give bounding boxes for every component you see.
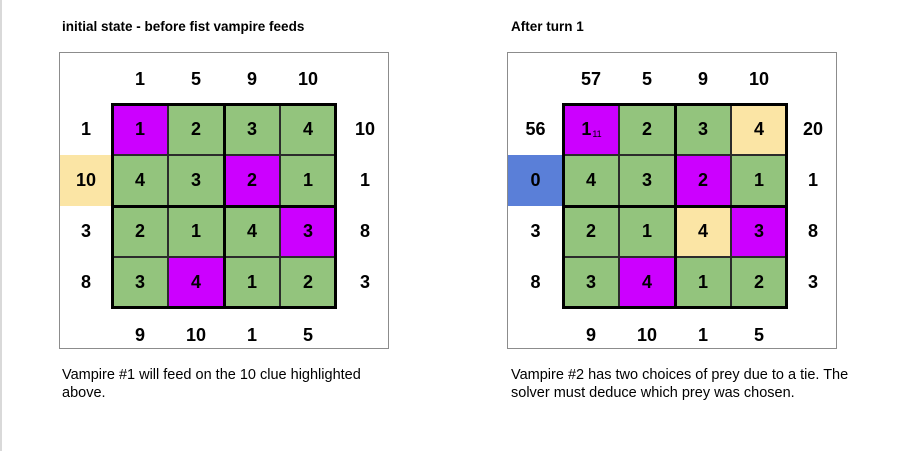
grid-cell-highlighted: 4 (731, 104, 787, 155)
right-side-clue: 3 (359, 272, 370, 292)
right-top-clue: 10 (748, 68, 770, 89)
left-side-clue: 1 (80, 119, 91, 139)
grid-cell: 1 (112, 104, 168, 155)
grid-cell: 1 (280, 155, 336, 206)
cell-value: 1 (581, 119, 592, 139)
right-bottom-clue: 1 (697, 324, 708, 345)
right-top-clue: 5 (641, 68, 652, 89)
left-bottom-clue: 10 (185, 324, 207, 345)
grid-cell: 3 (675, 104, 731, 155)
left-bottom-clue: 1 (246, 324, 257, 345)
left-bottom-clue: 9 (134, 324, 145, 345)
grid-cell-highlighted: 4 (675, 206, 731, 257)
page-edge (0, 0, 2, 451)
grid-cell: 2 (112, 206, 168, 257)
grid-cell: 4 (168, 257, 224, 308)
right-bottom-clue: 10 (636, 324, 658, 345)
grid-cell: 3 (168, 155, 224, 206)
left-top-clue: 10 (297, 68, 319, 89)
left-side-clue: 3 (80, 221, 91, 241)
left-caption: Vampire #1 will feed on the 10 clue high… (62, 367, 361, 401)
right-bottom-clue: 5 (753, 324, 764, 345)
grid-cell: 2 (168, 104, 224, 155)
right-top-clue: 57 (580, 68, 602, 89)
grid-cell: 4 (619, 257, 675, 308)
grid-cell: 1 (731, 155, 787, 206)
right-bottom-clue: 9 (585, 324, 596, 345)
right-top-clue: 9 (697, 68, 708, 89)
grid-cell: 1 (168, 206, 224, 257)
grid-cell: 4 (224, 206, 280, 257)
grid-cell: 3 (280, 206, 336, 257)
left-side-clue: 56 (525, 119, 546, 139)
left-bottom-clue: 5 (302, 324, 313, 345)
cell-subscript: 11 (592, 128, 602, 139)
right-side-clue: 8 (807, 221, 818, 241)
grid-cell: 2 (619, 104, 675, 155)
right-side-clue: 10 (354, 119, 376, 139)
grid-cell: 3 (619, 155, 675, 206)
grid-cell: 2 (280, 257, 336, 308)
grid-cell: 2 (675, 155, 731, 206)
grid-cell: 4 (563, 155, 619, 206)
grid-cell: 1 (224, 257, 280, 308)
left-side-clue: 8 (80, 272, 91, 292)
grid-cell: 2 (224, 155, 280, 206)
grid-cell: 3 (731, 206, 787, 257)
right-side-clue: 20 (802, 119, 824, 139)
left-side-clue: 3 (530, 221, 541, 241)
right-caption: Vampire #2 has two choices of prey due t… (511, 367, 849, 401)
grid-cell: 2 (731, 257, 787, 308)
left-side-clue-highlighted: 0 (508, 155, 563, 206)
grid-cell: 1 (675, 257, 731, 308)
right-side-clue: 8 (359, 221, 370, 241)
grid-cell: 4 (112, 155, 168, 206)
grid-cell: 3 (112, 257, 168, 308)
right-side-clue: 3 (807, 272, 818, 292)
left-top-clue: 9 (246, 68, 257, 89)
left-top-clue: 5 (190, 68, 201, 89)
grid-cell: 3 (224, 104, 280, 155)
grid-cell: 4 (280, 104, 336, 155)
right-panel-title: After turn 1 (511, 19, 584, 34)
left-top-clue: 1 (134, 68, 145, 89)
grid-cell: 2 (563, 206, 619, 257)
left-panel-title: initial state - before fist vampire feed… (62, 19, 305, 34)
left-side-clue: 8 (530, 272, 541, 292)
left-side-clue-highlighted: 10 (60, 155, 112, 206)
grid-cell: 3 (563, 257, 619, 308)
right-side-clue: 1 (359, 170, 370, 190)
left-puzzle-grid: 1 2 3 4 4 3 2 1 2 1 4 3 3 4 1 2 (112, 104, 336, 308)
grid-cell: 1 (619, 206, 675, 257)
right-side-clue: 1 (807, 170, 818, 190)
